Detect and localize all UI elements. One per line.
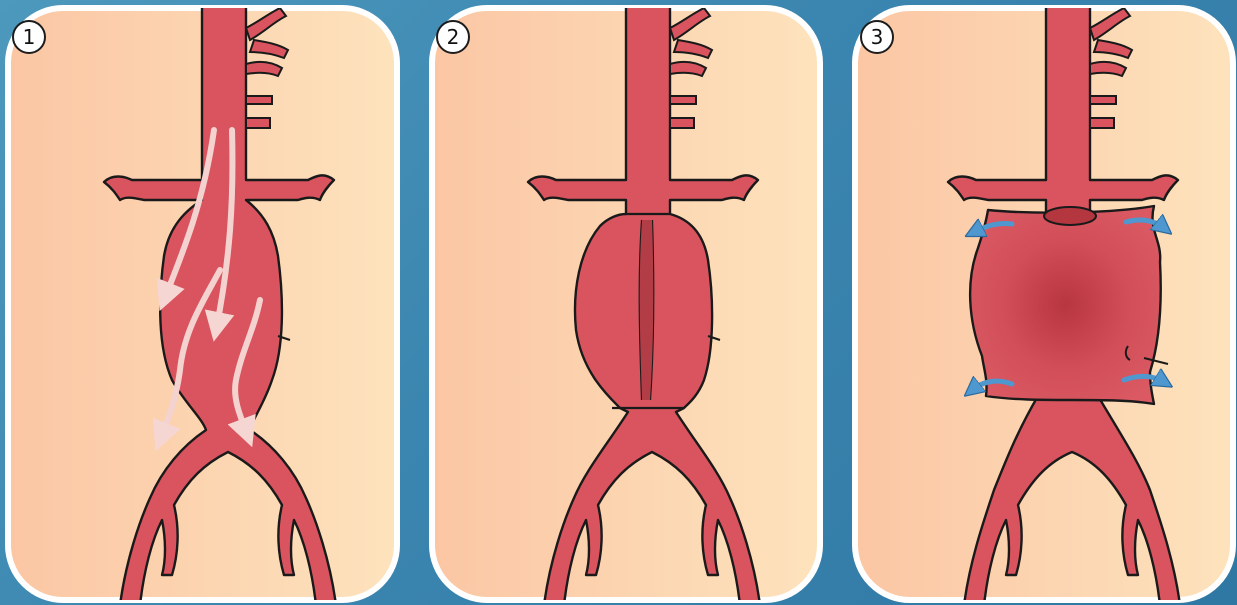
step-2-badge: 2 [436,20,470,54]
panel-2 [432,0,820,605]
step-1-badge: 1 [12,20,46,54]
panel-1 [8,0,397,605]
step-3-badge: 3 [860,20,894,54]
panel-3 [855,0,1233,605]
